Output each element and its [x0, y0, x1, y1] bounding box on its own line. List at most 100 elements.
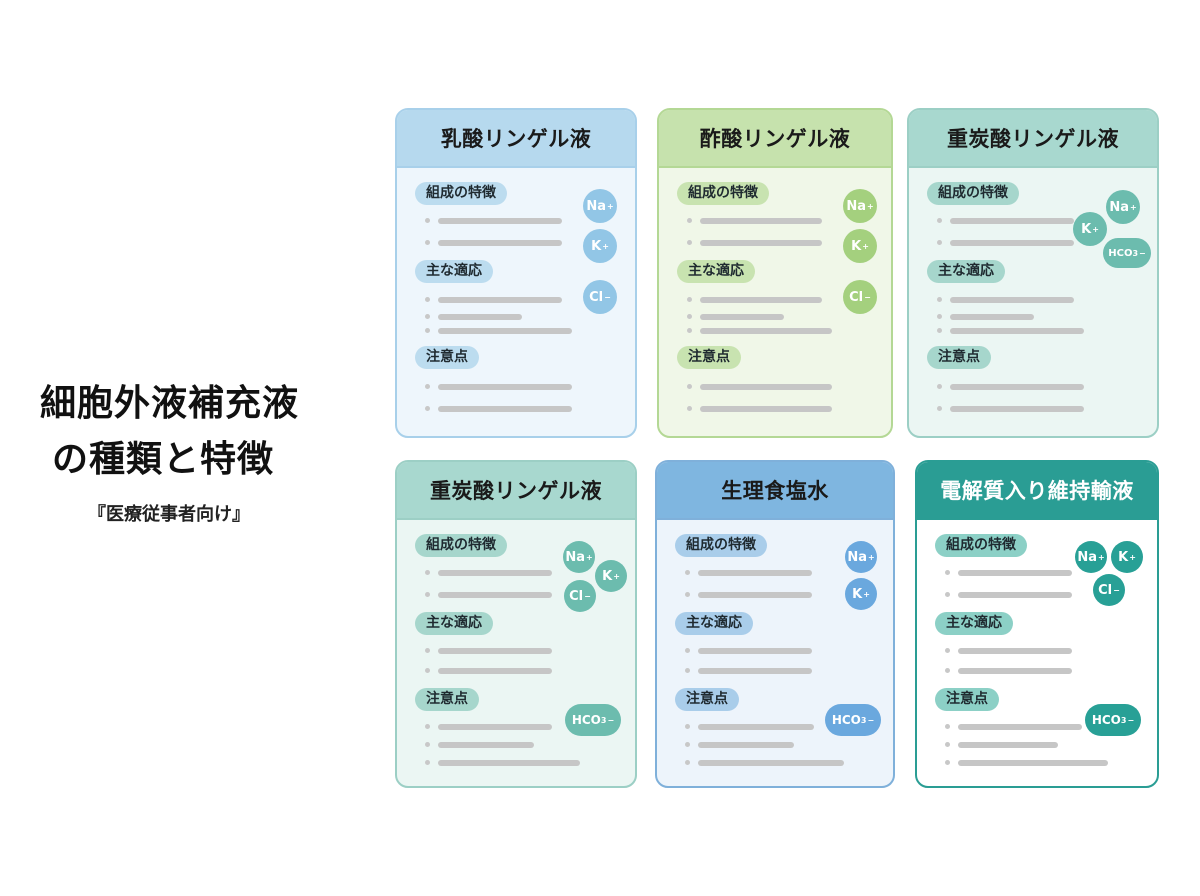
potassium-ion-badge: K+	[1073, 212, 1107, 246]
card-title: 重炭酸リンゲル液	[430, 479, 602, 503]
bullet	[937, 384, 942, 389]
bullet	[425, 742, 430, 747]
text-line	[698, 592, 812, 598]
card-header: 乳酸リンゲル液	[397, 110, 635, 168]
section-indications: 主な適応	[677, 260, 755, 283]
text-line	[950, 240, 1074, 246]
section-indications: 主な適応	[935, 612, 1013, 635]
section-composition: 組成の特徴	[675, 534, 767, 557]
card-title: 電解質入り維持輸液	[940, 479, 1134, 503]
text-line	[438, 668, 552, 674]
card-body: 組成の特徴 主な適応 注意点 Na+ K+ Cl−	[659, 168, 891, 436]
text-line	[438, 314, 522, 320]
text-line	[698, 742, 794, 748]
bullet	[945, 760, 950, 765]
bullet	[945, 570, 950, 575]
bullet	[937, 218, 942, 223]
text-line	[958, 648, 1072, 654]
text-line	[950, 406, 1084, 412]
text-line	[700, 218, 822, 224]
bullet	[945, 724, 950, 729]
text-line	[438, 406, 572, 412]
card-title: 乳酸リンゲル液	[440, 127, 592, 151]
chloride-ion-badge: Cl−	[1093, 574, 1125, 606]
text-line	[958, 724, 1082, 730]
page-title-line1: 細胞外液補充液	[40, 383, 300, 424]
chloride-ion-badge: Cl−	[564, 580, 596, 612]
section-cautions: 注意点	[935, 688, 999, 711]
potassium-ion-badge: K+	[1111, 541, 1143, 573]
section-cautions: 注意点	[677, 346, 741, 369]
text-line	[698, 648, 812, 654]
sodium-ion-badge: Na+	[843, 189, 877, 223]
potassium-ion-badge: K+	[583, 229, 617, 263]
text-line	[958, 760, 1108, 766]
section-indications: 主な適応	[927, 260, 1005, 283]
text-line	[700, 406, 832, 412]
section-composition: 組成の特徴	[935, 534, 1027, 557]
bullet	[945, 668, 950, 673]
bullet	[425, 592, 430, 597]
text-line	[950, 328, 1084, 334]
bullet	[685, 648, 690, 653]
bullet	[425, 406, 430, 411]
bullet	[687, 297, 692, 302]
text-line	[958, 570, 1072, 576]
section-cautions: 注意点	[415, 688, 479, 711]
bullet	[685, 742, 690, 747]
text-line	[438, 384, 572, 390]
text-line	[958, 742, 1058, 748]
section-composition: 組成の特徴	[415, 534, 507, 557]
chloride-ion-badge: Cl−	[843, 280, 877, 314]
card-header: 重炭酸リンゲル液	[397, 462, 635, 520]
text-line	[438, 240, 562, 246]
card-lactated-ringer: 乳酸リンゲル液 組成の特徴 主な適応 注意点 Na+ K+ Cl−	[395, 108, 637, 438]
page-title: 細胞外液補充液 の種類と特徴	[40, 376, 380, 488]
sodium-ion-badge: Na+	[563, 541, 595, 573]
text-line	[950, 314, 1034, 320]
section-indications: 主な適応	[415, 612, 493, 635]
text-line	[698, 724, 814, 730]
text-line	[438, 742, 534, 748]
text-line	[950, 218, 1074, 224]
bullet	[937, 406, 942, 411]
text-line	[958, 592, 1072, 598]
text-line	[438, 760, 580, 766]
text-line	[438, 648, 552, 654]
bullet	[945, 592, 950, 597]
card-header: 生理食塩水	[657, 462, 893, 520]
page-subtitle: 『医療従事者向け』	[88, 504, 250, 525]
text-line	[698, 760, 844, 766]
text-line	[438, 297, 562, 303]
card-title: 生理食塩水	[721, 479, 829, 503]
section-cautions: 注意点	[675, 688, 739, 711]
bullet	[685, 724, 690, 729]
text-line	[700, 328, 832, 334]
bullet	[425, 314, 430, 319]
text-line	[700, 297, 822, 303]
bullet	[685, 760, 690, 765]
potassium-ion-badge: K+	[845, 578, 877, 610]
sodium-ion-badge: Na+	[583, 189, 617, 223]
text-line	[958, 668, 1072, 674]
text-line	[950, 384, 1084, 390]
bullet	[425, 297, 430, 302]
text-line	[698, 570, 812, 576]
potassium-ion-badge: K+	[843, 229, 877, 263]
bullet	[687, 406, 692, 411]
card-body: 組成の特徴 主な適応 注意点 Na+ K+ Cl−	[397, 168, 635, 436]
bullet	[425, 760, 430, 765]
section-cautions: 注意点	[415, 346, 479, 369]
text-line	[700, 314, 784, 320]
bullet	[425, 328, 430, 333]
bullet	[687, 314, 692, 319]
sodium-ion-badge: Na+	[1075, 541, 1107, 573]
potassium-ion-badge: K+	[595, 560, 627, 592]
text-line	[700, 384, 832, 390]
